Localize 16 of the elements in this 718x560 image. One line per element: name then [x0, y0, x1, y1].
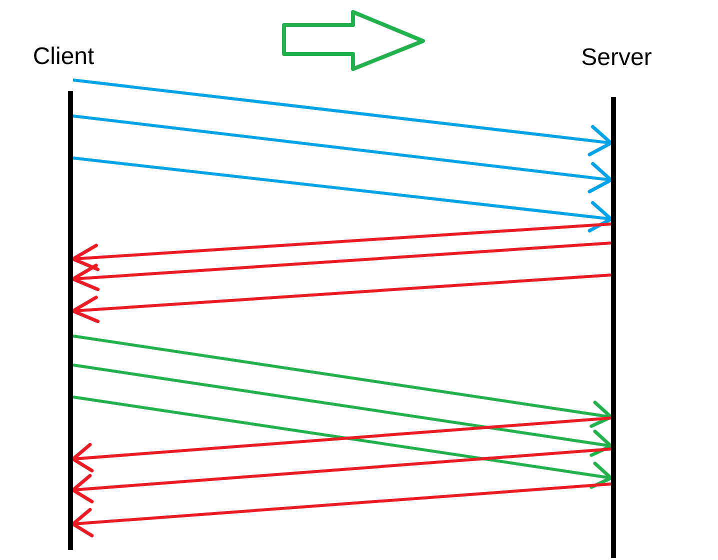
lifeline	[68, 91, 73, 550]
participant-label: Server	[581, 46, 652, 70]
arrow	[72, 334, 613, 428]
arrow	[72, 78, 613, 156]
participant-label: Client	[32, 45, 94, 69]
arrow	[71, 482, 612, 538]
arrow	[71, 242, 612, 292]
arrow	[72, 156, 613, 232]
arrow	[71, 274, 612, 324]
arrow	[72, 114, 613, 194]
arrow	[72, 364, 613, 457]
arrow	[71, 416, 612, 472]
lifeline	[611, 97, 616, 558]
arrow	[71, 222, 612, 272]
arrow	[71, 448, 612, 504]
arrow	[72, 396, 613, 489]
